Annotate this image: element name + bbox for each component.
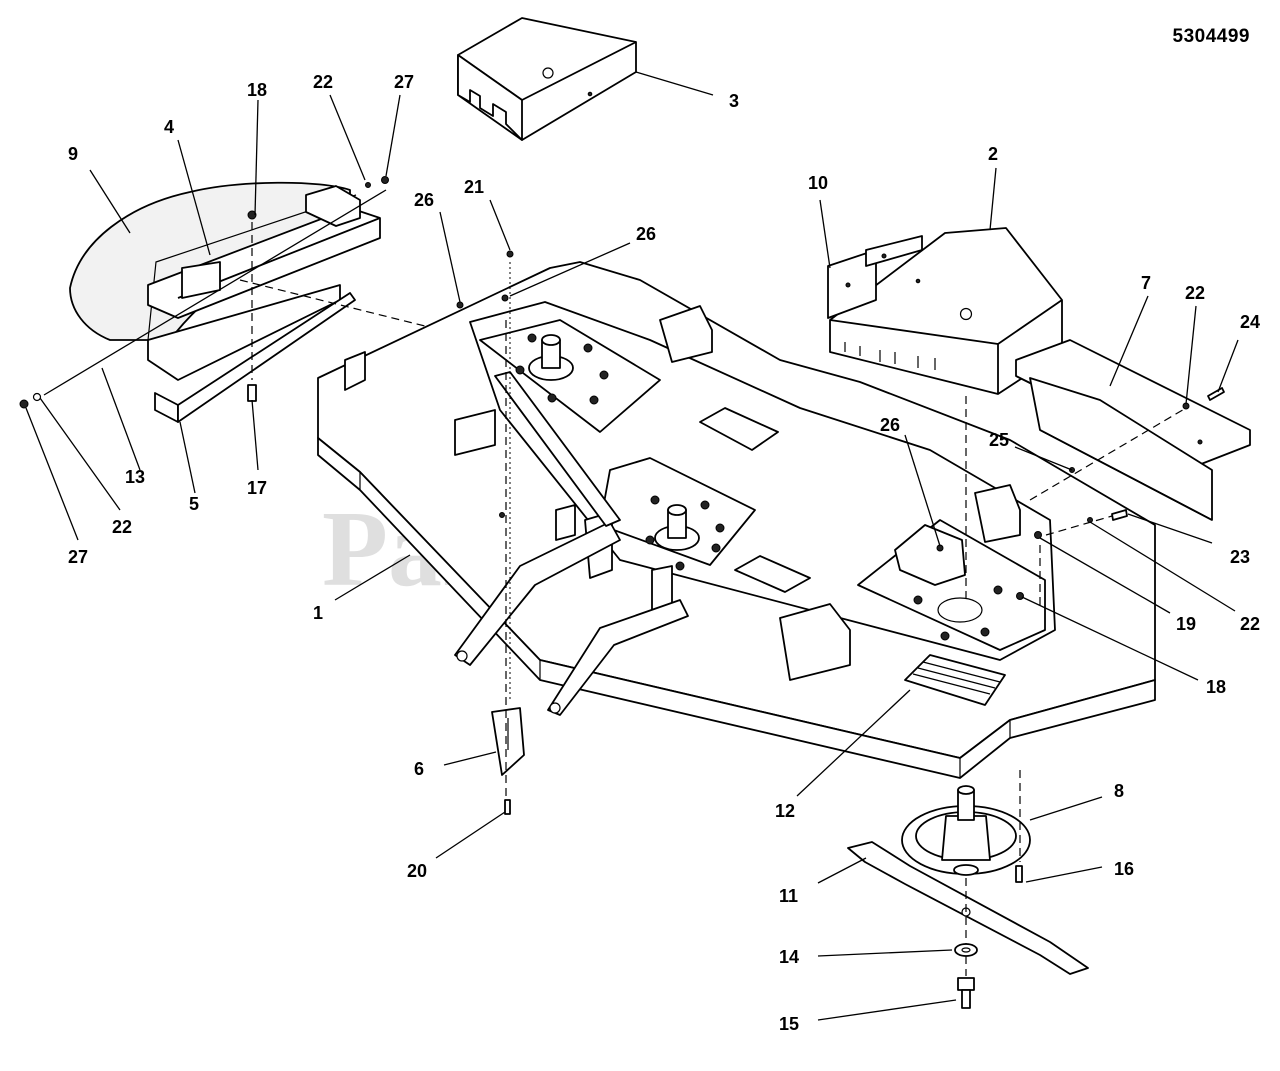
callout-27-left: 27 — [68, 547, 88, 567]
part-5-deflector — [147, 284, 356, 423]
callout-22-top: 22 — [313, 72, 333, 92]
callout-26-right: 26 — [880, 415, 900, 435]
part-3-belt-cover — [457, 17, 637, 141]
leader-lines — [25, 71, 1239, 1021]
callout-27-top: 27 — [394, 72, 414, 92]
part-10-bracket — [827, 235, 923, 319]
callout-26-left: 26 — [414, 190, 434, 210]
small-hardware — [19, 176, 1225, 883]
callout-13: 13 — [125, 467, 145, 487]
part-6-bracket — [491, 707, 525, 776]
callout-4: 4 — [164, 117, 174, 137]
callout-6: 6 — [414, 759, 424, 779]
callout-25: 25 — [989, 430, 1009, 450]
callout-23: 23 — [1230, 547, 1250, 567]
callout-18-top: 18 — [247, 80, 267, 100]
callout-24: 24 — [1240, 312, 1260, 332]
callout-8: 8 — [1114, 781, 1124, 801]
alignment-lines — [251, 222, 1187, 976]
callout-12: 12 — [775, 801, 795, 821]
callout-1: 1 — [313, 603, 323, 623]
callout-20: 20 — [407, 861, 427, 881]
callout-5: 5 — [189, 494, 199, 514]
part-14-washer — [954, 943, 978, 957]
callout-17: 17 — [247, 478, 267, 498]
callout-22-right-bottom: 22 — [1240, 614, 1260, 634]
callout-26-center: 26 — [636, 224, 656, 244]
callout-15: 15 — [779, 1014, 799, 1034]
callout-3: 3 — [729, 91, 739, 111]
part-13-rod — [43, 189, 387, 396]
part-2-belt-cover — [829, 227, 1063, 395]
callout-7: 7 — [1141, 273, 1151, 293]
part-25-plate — [1029, 377, 1213, 521]
callout-18-right: 18 — [1206, 677, 1226, 697]
callout-11: 11 — [779, 886, 798, 906]
callout-19: 19 — [1176, 614, 1196, 634]
callout-10: 10 — [808, 173, 828, 193]
callout-2: 2 — [988, 144, 998, 164]
callout-21: 21 — [464, 177, 484, 197]
callout-22-left: 22 — [112, 517, 132, 537]
part-8-spindle-housing — [901, 785, 1031, 876]
callout-9: 9 — [68, 144, 78, 164]
part-15-blade-bolt — [957, 977, 975, 1009]
callout-labels: 1 2 3 4 5 6 7 8 9 10 11 12 13 14 15 16 1… — [68, 72, 1260, 1034]
part-1-mower-deck — [317, 250, 1156, 779]
callout-14: 14 — [779, 947, 799, 967]
callout-22-right-top: 22 — [1185, 283, 1205, 303]
part-11-blade — [847, 841, 1089, 975]
callout-16: 16 — [1114, 859, 1134, 879]
document-number: 5304499 — [1172, 26, 1250, 47]
